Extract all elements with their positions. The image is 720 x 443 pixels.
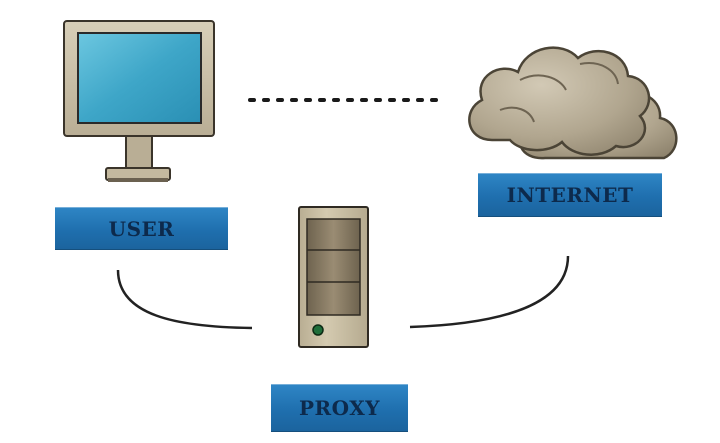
proxy-label: PROXY <box>271 384 408 432</box>
user-label: USER <box>55 207 228 250</box>
internet-label-text: INTERNET <box>506 183 634 207</box>
user-label-text: USER <box>108 216 175 241</box>
monitor-icon <box>63 20 215 182</box>
server-tower-icon <box>298 206 369 348</box>
user-proxy-link <box>116 269 253 330</box>
cloud-icon <box>468 46 678 160</box>
proxy-internet-link <box>409 255 570 329</box>
internet-label: INTERNET <box>478 173 662 217</box>
proxy-label-text: PROXY <box>298 396 381 420</box>
power-light-icon <box>312 324 324 336</box>
